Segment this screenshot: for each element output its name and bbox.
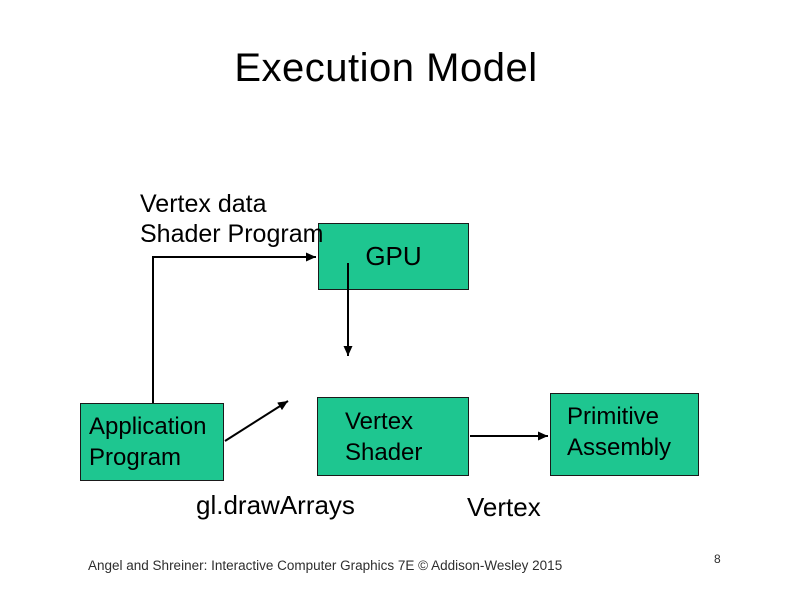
shader-program-line: Shader Program — [140, 220, 324, 248]
application-program-line2: Program — [89, 444, 182, 471]
label-gl-drawarrays: gl.drawArrays — [196, 490, 355, 520]
primitive-assembly-line1: Primitive — [567, 403, 660, 430]
footer-citation: Angel and Shreiner: Interactive Computer… — [88, 558, 563, 573]
label-vertex-data-shader-program: Vertex data Shader Program — [140, 189, 323, 249]
application-program-line1: Application — [89, 413, 207, 440]
vertex-shader-line1: Vertex — [345, 408, 414, 435]
application-program-box: Application Program — [80, 403, 224, 481]
vertex-data-line: Vertex data — [140, 190, 267, 218]
connector-app-diagonal-arrow — [224, 400, 289, 442]
page-number: 8 — [714, 552, 721, 566]
slide-title: Execution Model — [234, 46, 538, 90]
connector-app-to-gpu-arrow — [152, 252, 316, 403]
vertex-shader-line2: Shader — [345, 439, 423, 466]
vertex-shader-box: Vertex Shader — [317, 397, 469, 476]
label-vertex-output: Vertex — [467, 492, 541, 522]
gpu-box: GPU — [318, 223, 469, 290]
gpu-box-label: GPU — [365, 241, 422, 271]
primitive-assembly-line2: Assembly — [567, 434, 672, 461]
primitive-assembly-box: Primitive Assembly — [550, 393, 699, 476]
